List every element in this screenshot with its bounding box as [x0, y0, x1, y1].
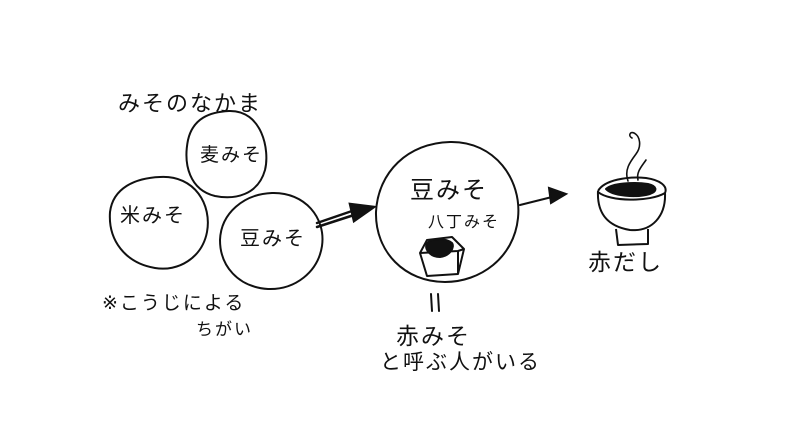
steam-icon: [625, 131, 647, 182]
note-koji-line2: ちがい: [196, 320, 253, 340]
note-aka-miso: 赤みそ: [396, 324, 471, 350]
label-mame-miso: 豆みそ: [240, 226, 306, 250]
circle-kome: [108, 175, 209, 270]
label-akadashi: 赤だし: [588, 250, 663, 276]
label-hatcho-miso: 八丁みそ: [428, 212, 501, 231]
soup-bowl-icon: [596, 176, 667, 246]
circle-mugi: [185, 109, 268, 199]
note-koji-line1: ※こうじによる: [102, 292, 246, 314]
arrow-right-icon: [315, 202, 378, 229]
arrow-right-icon: [519, 186, 569, 206]
note-aka-miso-called: と呼ぶ人がいる: [380, 350, 541, 374]
label-mugi-miso: 麦みそ: [200, 144, 264, 166]
label-kome-miso: 米みそ: [120, 203, 186, 227]
heading: みそのなかま: [118, 92, 263, 117]
miso-block-icon: [419, 236, 465, 277]
equals-mark: [430, 293, 440, 312]
circle-mame-main: [374, 140, 520, 283]
label-mame-miso-main: 豆みそ: [410, 176, 488, 204]
